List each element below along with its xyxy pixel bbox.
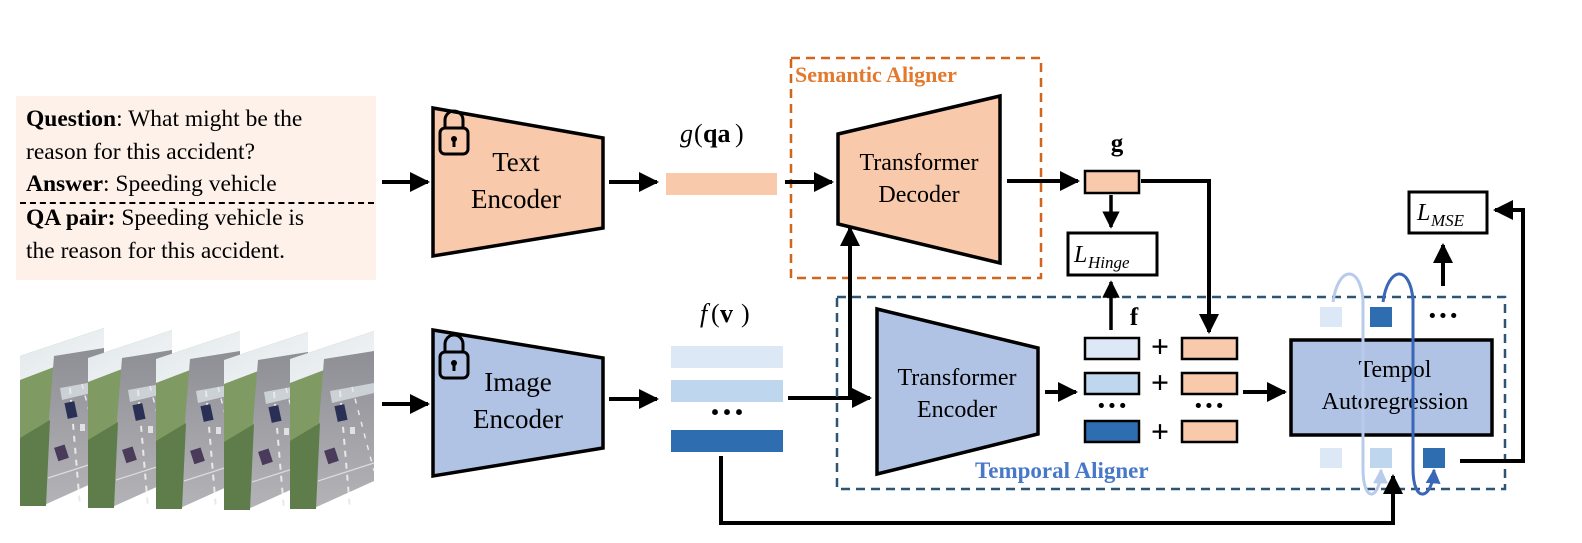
text-encoder-label-2: Encoder xyxy=(471,184,561,214)
transformer-encoder-label-2: Encoder xyxy=(917,397,997,423)
text-feature-func: g xyxy=(680,119,693,148)
qa-pair-continued: the reason for this accident. xyxy=(26,238,286,264)
f-label: f xyxy=(1130,304,1139,331)
video-feature-vector-1 xyxy=(671,346,783,368)
semantic-aligner-label: Semantic Aligner xyxy=(795,62,957,87)
question-line: Question: What might be the xyxy=(26,106,303,132)
f-vector-ellipsis: ··· xyxy=(1096,387,1128,423)
transformer-encoder-label-1: Transformer xyxy=(897,365,1016,391)
text-feature-label: g ( qa ) xyxy=(680,119,744,148)
transformer-decoder-label-1: Transformer xyxy=(859,150,978,176)
answer-key: Answer xyxy=(26,171,104,197)
answer-line: Answer: Speeding vehicle xyxy=(26,171,277,197)
predicted-token-ellipsis: ··· xyxy=(1427,297,1459,333)
question-text: : What might be the xyxy=(116,106,303,132)
predicted-token-2 xyxy=(1370,307,1392,327)
qa-divider xyxy=(20,202,374,204)
f-vector-1 xyxy=(1083,336,1141,361)
text-encoder: Text Encoder xyxy=(431,105,605,259)
text-feature-vector xyxy=(666,173,777,195)
mse-loss-frame xyxy=(1407,190,1489,235)
predicted-token-1 xyxy=(1320,307,1342,327)
temporal-aligner-label: Temporal Aligner xyxy=(975,458,1149,483)
temporal-aligner-box xyxy=(835,295,1507,491)
video-feature-open-paren: ( xyxy=(711,299,720,328)
input-token-3 xyxy=(1423,448,1445,468)
semantic-aligner-box xyxy=(789,56,1043,280)
video-frames xyxy=(19,327,375,511)
input-token-2 xyxy=(1370,448,1392,468)
plus-2: + xyxy=(1151,364,1169,400)
text-feature-close-paren: ) xyxy=(735,119,744,148)
video-feature-vector-2 xyxy=(671,380,783,402)
f-vector-2 xyxy=(1083,371,1141,396)
f-vector-last xyxy=(1083,419,1141,444)
g-replica-2 xyxy=(1180,371,1239,396)
transformer-decoder-label-2: Decoder xyxy=(878,182,959,208)
mse-loss-sub: MSE xyxy=(1430,211,1465,230)
g-replica-1 xyxy=(1180,336,1239,361)
autoregressive-loop-1 xyxy=(1331,272,1389,496)
g-to-concat-arrow xyxy=(1141,179,1219,334)
qa-pair-text: Speeding vehicle is xyxy=(115,205,305,231)
tempol-autoregression-label-1: Tempol xyxy=(1359,357,1432,383)
tempol-autoregression: Tempol Autoregression xyxy=(1289,338,1494,437)
plus-3: + xyxy=(1151,413,1169,449)
question-key: Question xyxy=(26,106,117,132)
video-feature-arg: v xyxy=(720,299,733,328)
input-token-1 xyxy=(1320,448,1342,468)
hinge-loss-sub: Hinge xyxy=(1087,253,1130,272)
tempol-autoregression-box xyxy=(1289,338,1494,437)
transformer-encoder-shape xyxy=(875,306,1040,477)
hinge-loss-box: L Hinge xyxy=(1066,231,1159,277)
token-to-mse-arrow xyxy=(1460,200,1525,463)
text-encoder-label-1: Text xyxy=(492,147,540,177)
g-label: g xyxy=(1111,130,1124,157)
g-replica-ellipsis: ··· xyxy=(1193,387,1225,423)
video-feature-vector-last xyxy=(671,430,783,452)
g-replica-last xyxy=(1180,419,1239,444)
video-feature-skip-arrow xyxy=(719,456,1403,525)
text-feature-open-paren: ( xyxy=(694,119,703,148)
mse-loss-box: L MSE xyxy=(1407,190,1489,235)
transformer-encoder: Transformer Encoder xyxy=(875,306,1040,477)
qa-background xyxy=(16,96,376,280)
transformer-decoder-shape xyxy=(836,93,1002,266)
video-frame-5 xyxy=(289,330,375,510)
plus-1: + xyxy=(1151,328,1169,364)
transformer-decoder: Transformer Decoder xyxy=(836,93,1002,266)
lock-icon xyxy=(438,109,470,156)
mse-loss-base: L xyxy=(1416,200,1430,226)
question-continued: reason for this accident? xyxy=(26,139,256,165)
tempol-autoregression-label-2: Autoregression xyxy=(1322,389,1469,415)
lock-icon xyxy=(438,333,470,380)
autoregressive-loop-2 xyxy=(1381,272,1441,496)
hinge-loss-base: L xyxy=(1073,242,1087,268)
video-feature-func: f xyxy=(700,299,711,328)
g-vector xyxy=(1083,169,1141,195)
video-feature-label: f ( v ) xyxy=(700,299,750,328)
image-encoder-label-2: Encoder xyxy=(473,404,563,434)
image-encoder-label-1: Image xyxy=(484,367,551,397)
image-encoder-shape xyxy=(431,327,605,479)
video-feature-close-paren: ) xyxy=(741,299,750,328)
video-feature-ellipsis: ··· xyxy=(709,392,745,432)
answer-text: : Speeding vehicle xyxy=(103,171,277,197)
qa-pair-key: QA pair: xyxy=(26,205,116,231)
image-encoder: Image Encoder xyxy=(431,327,605,479)
text-feature-arg: qa xyxy=(703,119,730,148)
hinge-loss-frame xyxy=(1066,231,1159,277)
text-encoder-shape xyxy=(431,105,605,259)
qa-pair-line: QA pair: Speeding vehicle is xyxy=(26,205,305,231)
